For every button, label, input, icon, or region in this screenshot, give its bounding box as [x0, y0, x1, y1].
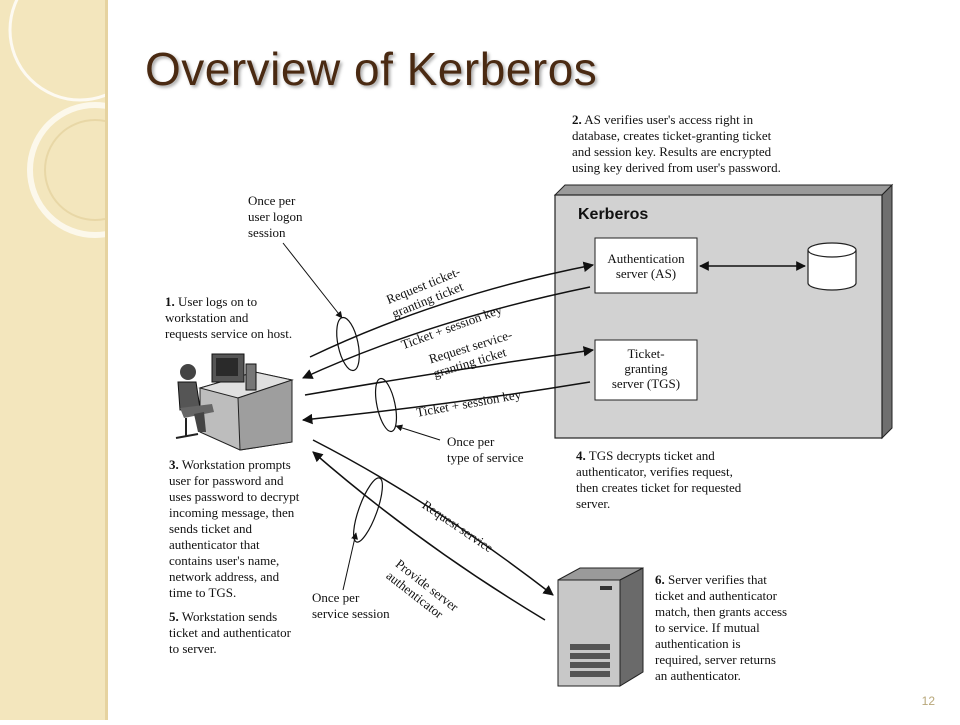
tgs-box-label: Ticket- granting server (TGS) — [611, 346, 681, 391]
as-box-label: Authentication server (AS) — [607, 251, 685, 281]
once-per-service-session-label: Once per service session — [312, 590, 390, 621]
arrow-ticket-session-key-2 — [301, 381, 591, 425]
ellipse-service-type — [374, 377, 398, 433]
sidebar-divider — [105, 0, 108, 720]
step-1-text: 1. User logs on to workstation and reque… — [165, 294, 293, 341]
step-5-text: 5. Workstation sends ticket and authenti… — [169, 609, 292, 656]
workstation-icon — [175, 353, 294, 451]
step-3-text: 3. Workstation prompts user for password… — [169, 457, 300, 600]
pointer-service-type — [395, 424, 441, 441]
arrow-request-tgt — [309, 261, 595, 358]
step-2-text: 2. AS verifies user's access right in da… — [572, 112, 781, 175]
kerberos-label: Kerberos — [578, 206, 649, 223]
arrow-ticket-session-key-1 — [302, 286, 591, 379]
arrow-provide-authenticator — [312, 451, 546, 621]
once-per-logon-label: Once per user logon session — [248, 193, 303, 240]
arrow-request-sgt — [304, 346, 595, 396]
ellipse-service-session — [353, 477, 383, 543]
step-6-text: 6. Server verifies that ticket and authe… — [655, 572, 788, 683]
decorative-sidebar — [0, 0, 163, 720]
page-number: 12 — [921, 694, 935, 708]
tgs-box — [594, 339, 698, 401]
server-icon — [557, 567, 644, 687]
once-per-service-type-label: Once per type of service — [447, 434, 524, 465]
pointer-service-session — [342, 532, 359, 591]
slide-title: Overview of Kerberos — [145, 43, 598, 95]
step-4-text: 4. TGS decrypts ticket and authenticator… — [576, 448, 742, 511]
database-icon — [807, 242, 857, 291]
as-box — [594, 237, 698, 294]
arrow-request-service — [312, 439, 554, 596]
pointer-logon — [282, 242, 343, 319]
